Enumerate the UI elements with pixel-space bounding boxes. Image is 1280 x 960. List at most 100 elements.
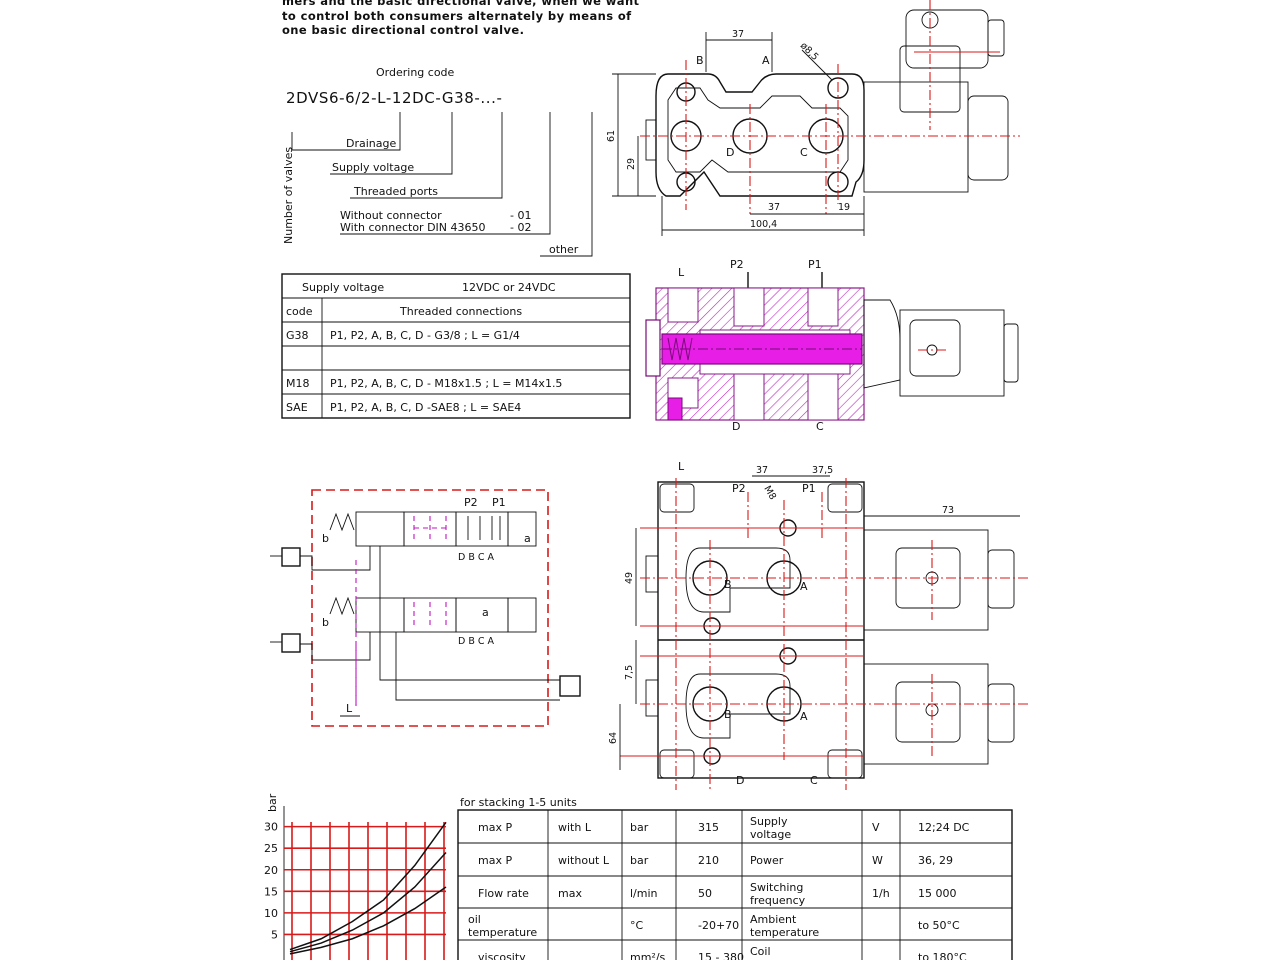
upper-ports: D B C A	[458, 552, 495, 563]
chart-tick-label: 15	[264, 885, 278, 898]
supply-voltage-cell: Supply voltage	[302, 281, 384, 294]
spec-cell: without L	[558, 854, 610, 867]
section-port-d: D	[732, 420, 740, 433]
number-of-valves-label: Number of valves	[282, 147, 295, 244]
drainage-label: Drainage	[346, 137, 396, 150]
table-row-code: M18	[286, 377, 310, 390]
spec-cell: 15 - 380	[698, 951, 744, 960]
spec-cell: voltage	[750, 828, 791, 841]
ordering-heading: Ordering code	[376, 66, 455, 79]
intro-line-2: to control both consumers alternately by…	[282, 9, 632, 23]
section-view-drawing: L P2 P1 D C	[645, 258, 1019, 433]
spec-cell: bar	[630, 821, 649, 834]
with-connector-label: With connector DIN 43650	[340, 221, 486, 234]
stack-port-l: L	[678, 460, 685, 473]
ordering-code: 2DVS6-6/2-L-12DC-G38-...-	[286, 89, 503, 107]
upper-label-b: b	[322, 532, 329, 545]
table-row-desc: P1, P2, A, B, C, D - G3/8 ; L = G1/4	[330, 329, 520, 342]
stack-port-d: D	[736, 774, 744, 787]
stack-port-a1: A	[800, 580, 808, 593]
spec-cell: 36, 29	[918, 854, 953, 867]
spec-cell: frequency	[750, 894, 806, 907]
chart-series-line	[289, 851, 447, 953]
upper-spring	[329, 512, 355, 532]
spec-cell: temperature	[750, 926, 819, 939]
stack-dim-75: 7,5	[624, 665, 635, 680]
spec-cell: mm²/s	[630, 951, 666, 960]
intro-text: mers and the basic directional valve, wh…	[282, 0, 639, 37]
schematic-boundary	[311, 489, 549, 727]
col-threaded: Threaded connections	[399, 305, 522, 318]
leader-supply	[330, 112, 453, 175]
spec-cell: Coil	[750, 945, 771, 958]
stack-dim-73: 73	[942, 505, 954, 516]
valve-inner-outline	[667, 87, 849, 173]
lower-label-b: b	[322, 616, 329, 629]
dim-100: 100,4	[750, 219, 777, 230]
threaded-connections-table: Supply voltage 12VDC or 24VDC code Threa…	[281, 273, 631, 419]
chart-tick-label: 10	[264, 907, 278, 920]
spec-cell: 50	[698, 887, 712, 900]
stack-dim-37: 37	[756, 465, 768, 476]
supply-voltage-value: 12VDC or 24VDC	[462, 281, 556, 294]
spring	[667, 337, 693, 361]
table-row-code: G38	[286, 329, 309, 342]
other-label: other	[549, 243, 579, 256]
col-code: code	[286, 305, 313, 318]
table-row-desc: P1, P2, A, B, C, D -SAE8 ; L = SAE4	[330, 401, 521, 414]
spec-cell: viscosity	[478, 951, 526, 960]
lower-ports: D B C A	[458, 636, 495, 647]
without-connector-label: Without connector	[340, 209, 442, 222]
section-solenoid-cap	[1003, 323, 1019, 383]
solenoid-body	[863, 81, 969, 193]
stack-port-b2: B	[724, 708, 732, 721]
spec-cell: V	[872, 821, 880, 834]
lower-center-position	[413, 602, 447, 626]
port-a-label: A	[762, 54, 770, 67]
section-solenoid-body	[899, 309, 1005, 397]
hydraulic-schematic: P2 P1 b a D B C A b a D B C A L	[270, 489, 581, 727]
spec-cell: W	[872, 854, 883, 867]
chart-tick-label: 5	[271, 928, 278, 941]
upper-center-position	[413, 516, 447, 540]
port-d-label: D	[726, 146, 734, 159]
spec-cell: temperature	[468, 926, 537, 939]
stack-dim-m8: M8	[761, 484, 778, 502]
table-row-code: SAE	[286, 401, 308, 414]
top-view-drawing: 37 ø8,5 B A D C 61	[606, 0, 1020, 236]
stack-port-a2: A	[800, 710, 808, 723]
spec-cell: max P	[478, 821, 512, 834]
spec-heading: for stacking 1-5 units	[460, 796, 577, 809]
spec-cell: 12;24 DC	[918, 821, 970, 834]
spec-cell: max P	[478, 854, 512, 867]
port-b-label: B	[696, 54, 704, 67]
spec-cell: 210	[698, 854, 719, 867]
schematic-port-l: L	[346, 702, 353, 715]
dim-hole-dia: ø8,5	[798, 40, 821, 63]
section-port-c: C	[816, 420, 824, 433]
coil-terminal	[281, 547, 301, 567]
section-solenoid-window	[909, 319, 961, 377]
spec-cell: Supply	[750, 815, 788, 828]
stack-dim-49: 49	[624, 572, 635, 584]
spec-cell: to 180°C	[918, 951, 967, 960]
section-port-p1: P1	[808, 258, 822, 271]
leader-other	[540, 112, 593, 257]
connector-gland	[987, 19, 1005, 57]
with-connector-code: - 02	[510, 221, 531, 234]
chart-series-line	[289, 886, 447, 955]
spec-table: for stacking 1-5 units	[457, 796, 1013, 960]
valve-block-outline	[655, 73, 865, 197]
spec-cell: Power	[750, 854, 784, 867]
port-c-label: C	[800, 146, 808, 159]
chart-ylabel: bar	[266, 793, 279, 812]
threaded-ports-label: Threaded ports	[353, 185, 438, 198]
without-connector-code: - 01	[510, 209, 531, 222]
lower-label-a: a	[482, 606, 489, 619]
chart-series	[289, 821, 447, 955]
dim-37-top: 37	[732, 29, 744, 40]
section-port-l: L	[678, 266, 685, 279]
spec-cell: 315	[698, 821, 719, 834]
